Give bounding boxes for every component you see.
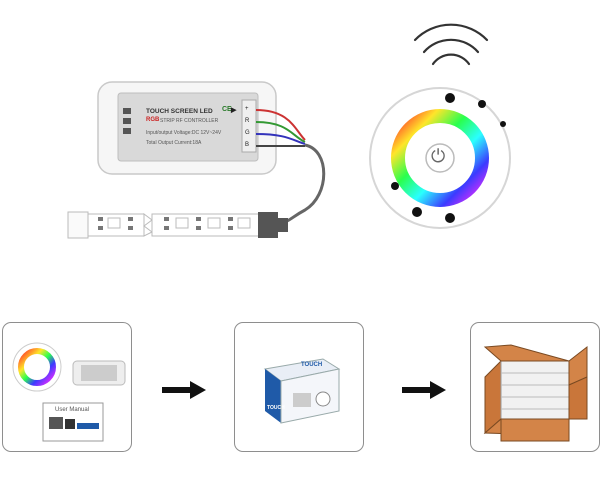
power-icon: ⏻ — [431, 146, 446, 166]
wireless-signal-icon — [413, 23, 489, 66]
retail-box-illustration — [263, 358, 341, 424]
contents-illustration — [12, 342, 126, 442]
retail-box-brand: TOUCH — [301, 362, 323, 368]
product-illustration — [67, 23, 511, 239]
ce-mark-suffix: ▶ — [231, 107, 237, 114]
controller-spec-voltage: Input/output Voltage:DC 12V~24V — [146, 130, 222, 136]
terminal-labels: + R G B — [245, 106, 250, 148]
ce-mark: CE — [222, 106, 232, 113]
step-shipping-carton — [470, 322, 600, 452]
controller-terminal-block — [241, 99, 257, 153]
color-wheel-ring — [391, 109, 489, 207]
step-contents-box: User Manual — [2, 322, 132, 452]
retail-box-side-label: TOUCH — [267, 405, 285, 411]
controller-brand-text: TOUCH SCREEN LED — [146, 108, 213, 115]
controller-spec-current: Total Output Current:18A — [146, 140, 202, 146]
power-button-ring — [425, 143, 455, 173]
step-retail-box: TOUCH TOUCH — [234, 322, 364, 452]
user-manual-label: User Manual — [55, 407, 90, 413]
shipping-carton-illustration — [483, 344, 588, 442]
arrow-right-icon — [162, 381, 206, 399]
arrow-right-icon-2 — [402, 381, 446, 399]
controller-label-panel — [117, 92, 259, 162]
remote-function-icons — [391, 93, 506, 223]
controller-subtitle: STRIP RF CONTROLLER — [160, 118, 219, 124]
controller-model-line: RGB — [146, 117, 160, 123]
led-strip — [67, 211, 288, 239]
